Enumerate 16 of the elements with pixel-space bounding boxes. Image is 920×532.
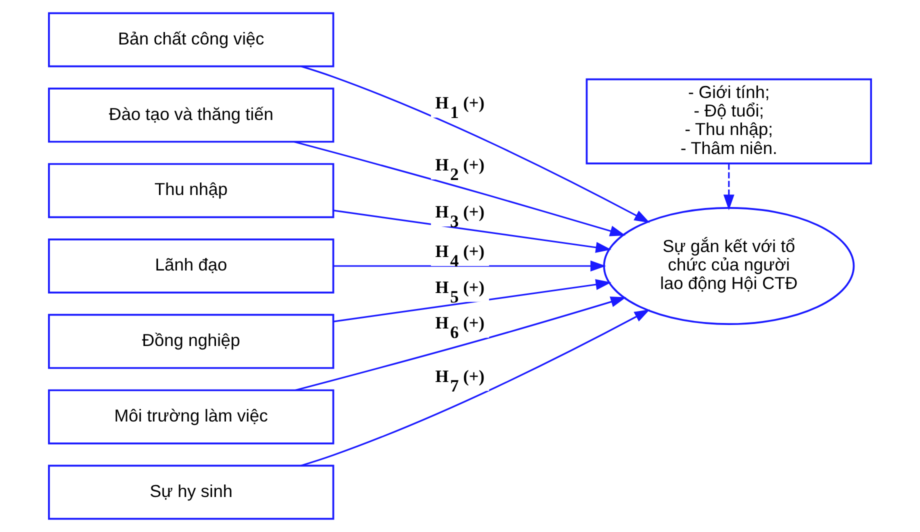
arrow <box>723 164 734 210</box>
node-box: Đào tạo và thăng tiến <box>48 88 334 143</box>
node-box: Sự hy sinh <box>48 464 334 520</box>
node-box: Đồng nghiệp <box>48 314 334 369</box>
arrow <box>333 260 606 272</box>
node-box: Thu nhập <box>48 163 334 218</box>
node-box: Lãnh đạo <box>48 238 334 294</box>
arrow <box>333 210 612 253</box>
arrow <box>300 309 650 466</box>
arrow <box>301 66 650 223</box>
node-box: - Giới tính; - Độ tuổi; - Thu nhập; - Thâm niên. <box>586 78 872 164</box>
node-box: Bản chất công việc <box>48 12 334 68</box>
arrow <box>333 279 612 322</box>
node-box: Môi trường làm việc <box>48 389 334 444</box>
arrow <box>294 141 626 236</box>
node-ellipse: Sự gắn kết với tổ chức của người lao động Hội CTĐ <box>603 206 855 326</box>
